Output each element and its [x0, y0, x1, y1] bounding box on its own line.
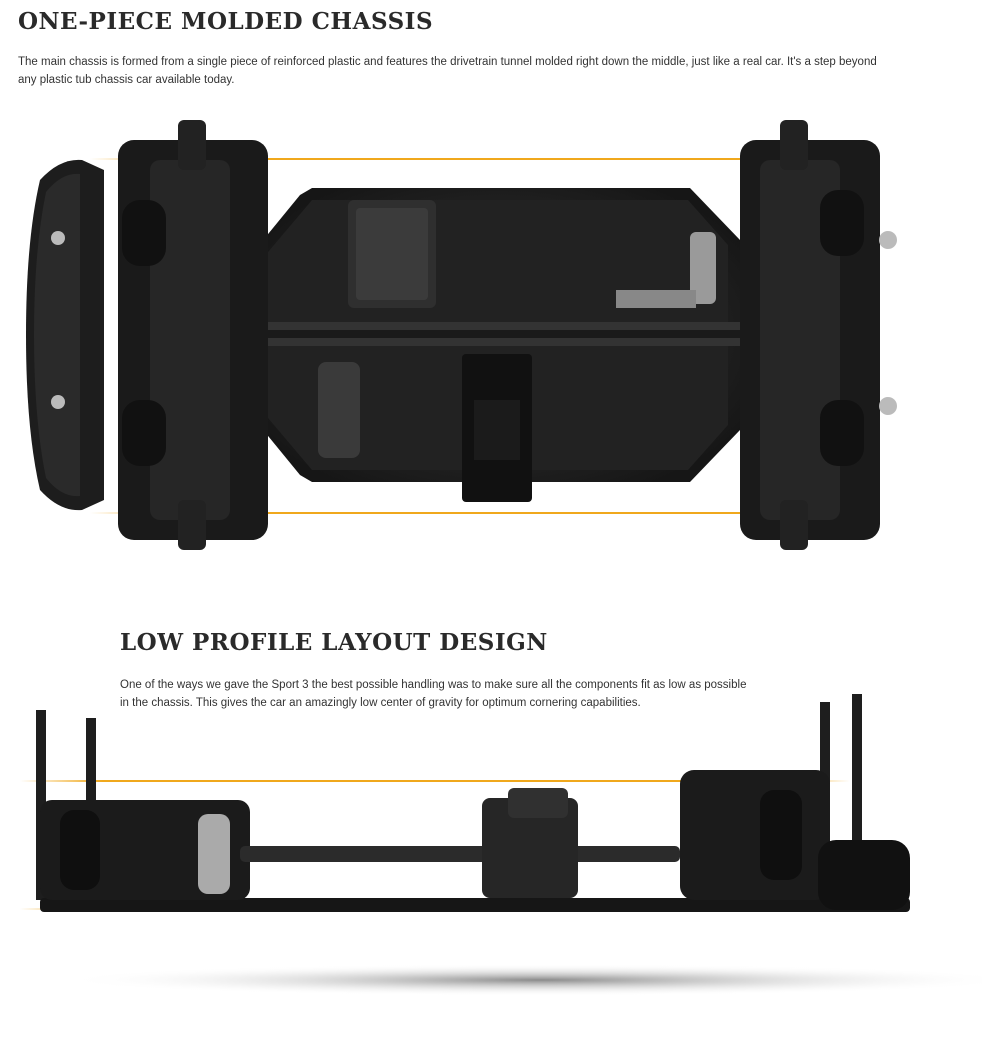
section-heading: LOW PROFILE LAYOUT DESIGN: [120, 629, 548, 656]
section-low-profile-layout: LOW PROFILE LAYOUT DESIGN One of the way…: [0, 620, 982, 1040]
top-view-chassis-image: [0, 100, 982, 565]
side-view-chassis-image: [0, 690, 982, 1040]
section-description: The main chassis is formed from a single…: [18, 56, 877, 86]
section-one-piece-chassis: ONE-PIECE MOLDED CHASSIS The main chassi…: [0, 8, 982, 565]
section-heading: ONE-PIECE MOLDED CHASSIS: [18, 8, 434, 35]
section-description: One of the ways we gave the Sport 3 the …: [120, 679, 747, 709]
